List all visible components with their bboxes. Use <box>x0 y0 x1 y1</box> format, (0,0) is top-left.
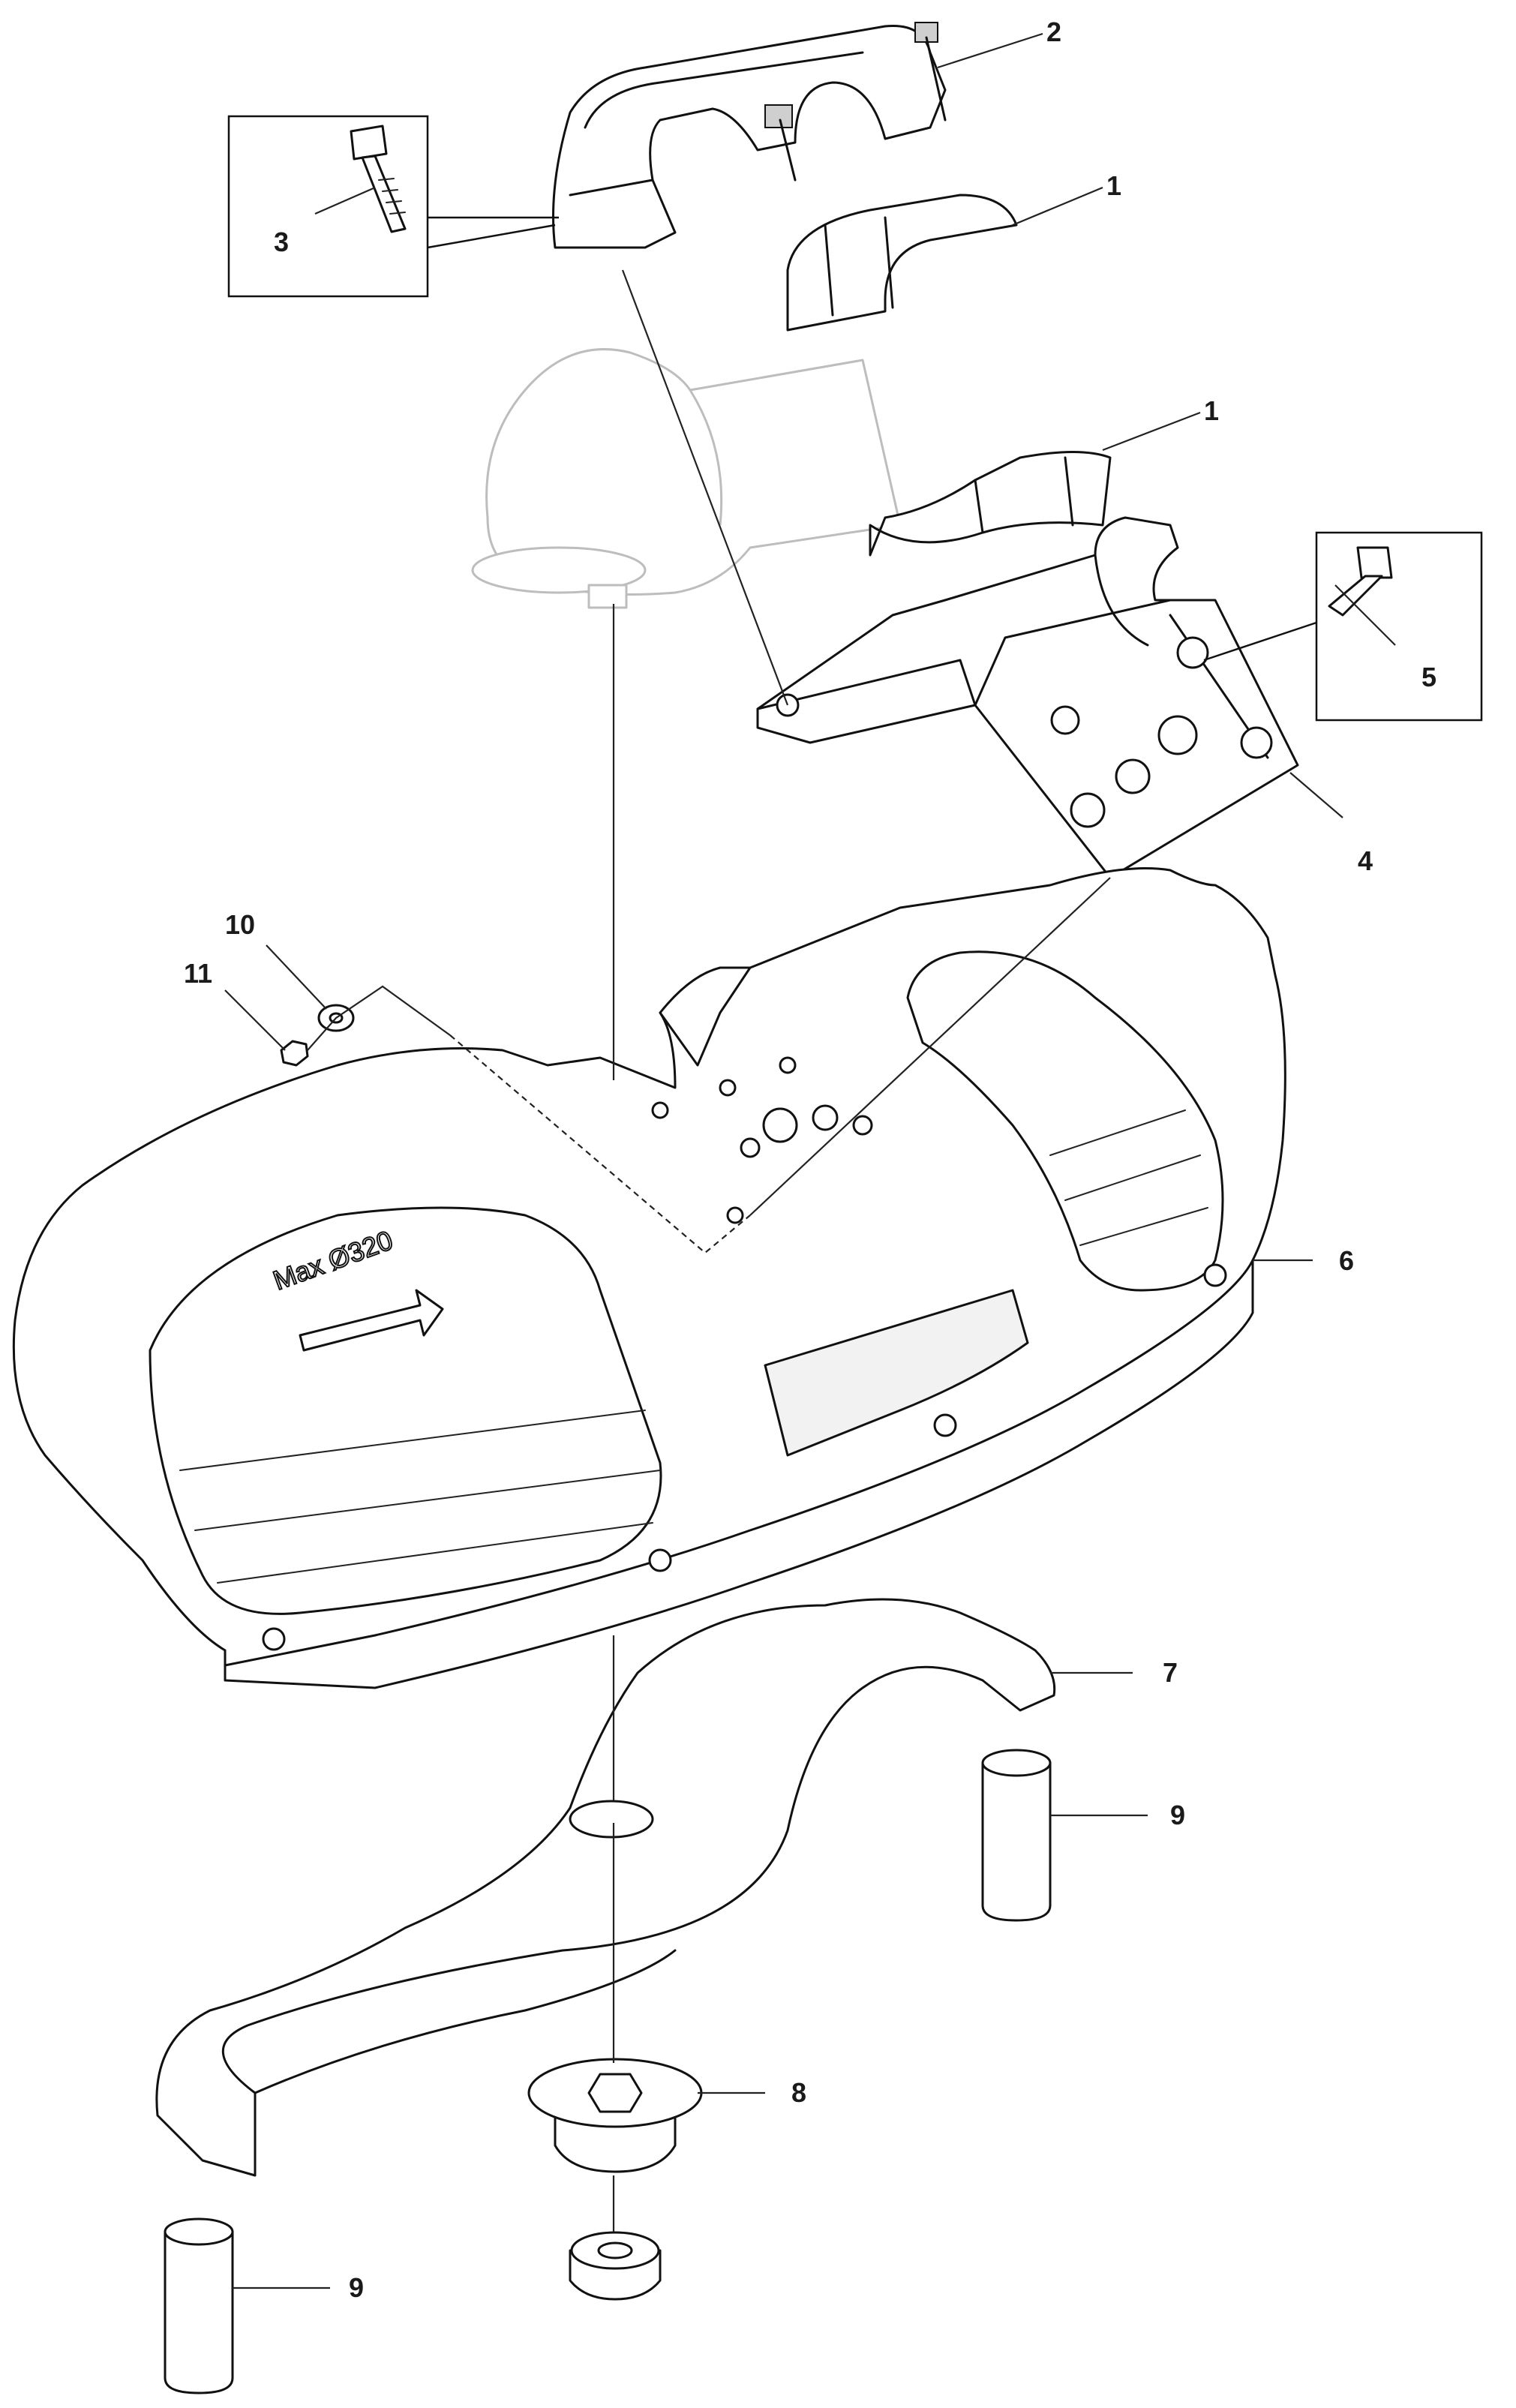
callout-3: 3 <box>274 227 289 257</box>
blade-plate-part-7 <box>155 1598 1056 2177</box>
assembly-lines <box>307 269 1111 2232</box>
flange-nut-part-8 <box>527 2058 703 2301</box>
screw-detail-part-5 <box>1203 531 1483 722</box>
callout-9-lower: 9 <box>349 2272 364 2303</box>
callout-5: 5 <box>1421 662 1436 692</box>
callout-7: 7 <box>1163 1657 1178 1688</box>
callout-2: 2 <box>1046 17 1061 47</box>
guard-part-6: Max Ø320 <box>12 867 1286 1689</box>
callout-leaders <box>224 32 1396 2289</box>
lower-shell-part-1 <box>869 451 1112 557</box>
callout-4: 4 <box>1358 845 1373 876</box>
nut-part-11 <box>280 1040 309 1067</box>
callout-6: 6 <box>1339 1245 1354 1276</box>
callout-10: 10 <box>225 909 255 940</box>
upper-clamp-part-2 <box>552 22 947 249</box>
callout-9-upper: 9 <box>1170 1800 1185 1830</box>
callout-1-lower: 1 <box>1204 395 1219 426</box>
callout-1-upper: 1 <box>1106 170 1121 201</box>
callout-8: 8 <box>791 2077 806 2108</box>
bolt-detail-part-3 <box>227 115 559 298</box>
sleeve-part-9-upper <box>981 1749 1052 1922</box>
callout-11: 11 <box>184 958 212 989</box>
gearhead-ghost <box>471 348 902 609</box>
bracket-part-4 <box>756 516 1299 879</box>
upper-shell-part-1 <box>786 194 1018 332</box>
sleeve-part-9-lower <box>164 2217 234 2394</box>
